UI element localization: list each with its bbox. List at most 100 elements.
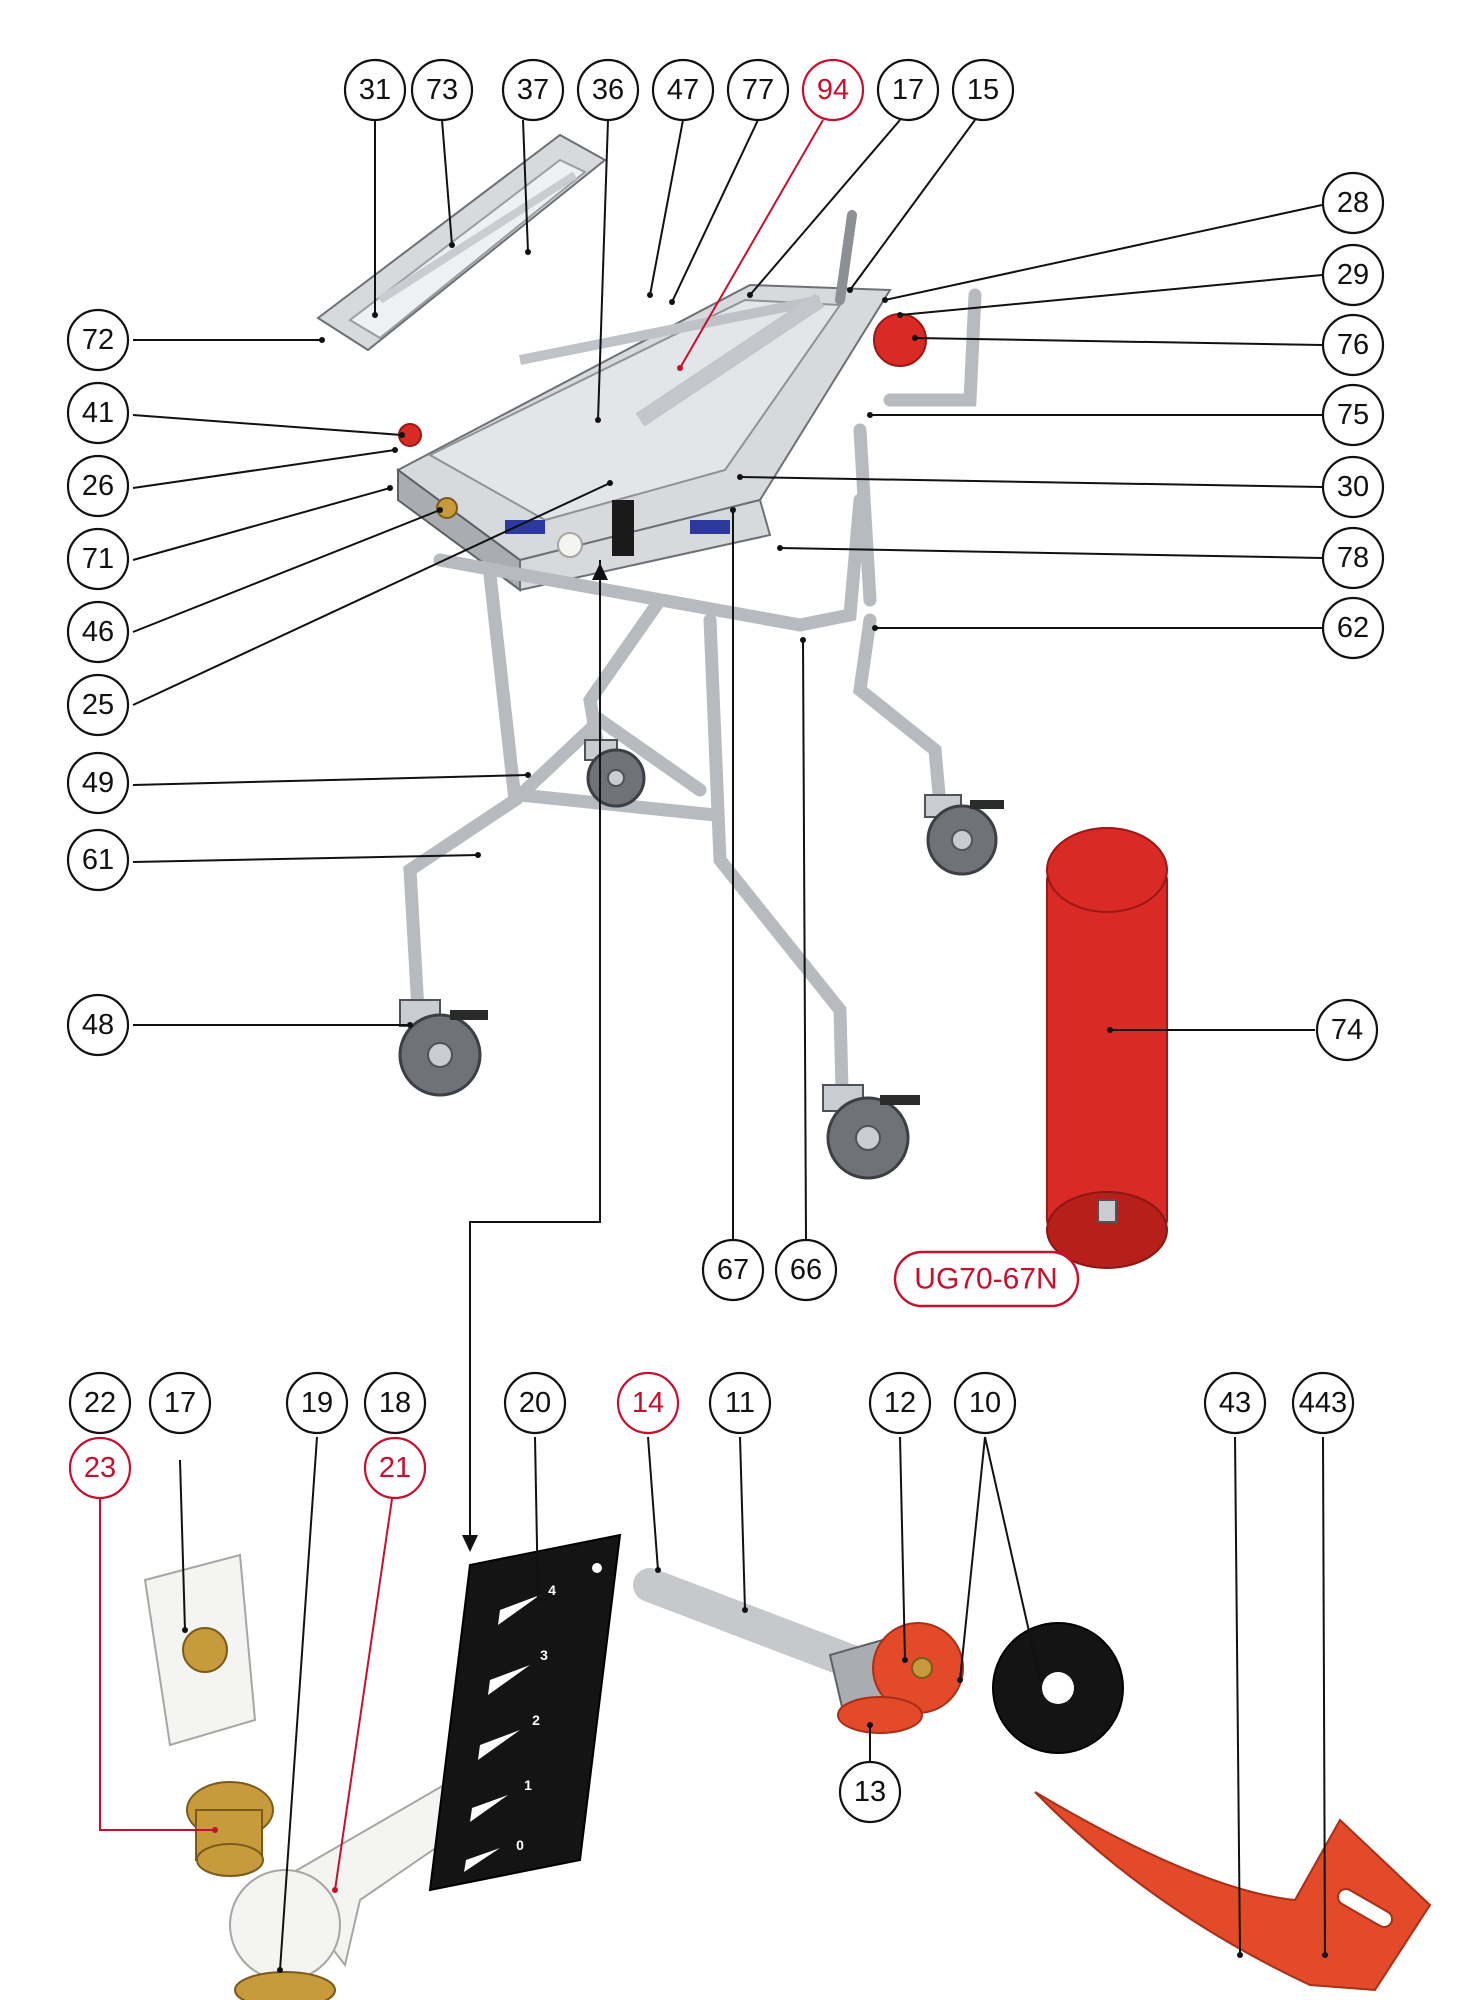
valve-assembly-illustration bbox=[143, 1553, 274, 1877]
callout-19: 19 bbox=[285, 1371, 349, 1435]
cutter-tool-illustration bbox=[633, 1568, 964, 1734]
callout-74: 74 bbox=[1315, 998, 1379, 1062]
callout-18: 18 bbox=[363, 1371, 427, 1435]
callout-47: 47 bbox=[651, 58, 715, 122]
svg-text:22: 22 bbox=[84, 1387, 116, 1419]
svg-text:75: 75 bbox=[1337, 399, 1369, 431]
callout-62: 62 bbox=[1321, 596, 1385, 660]
svg-text:61: 61 bbox=[82, 844, 114, 876]
svg-text:76: 76 bbox=[1337, 329, 1369, 361]
svg-text:36: 36 bbox=[592, 74, 624, 106]
callout-41: 41 bbox=[66, 381, 130, 445]
callout-11: 11 bbox=[708, 1371, 772, 1435]
caster-rear-left bbox=[584, 739, 646, 808]
callout-66: 66 bbox=[774, 1238, 838, 1302]
svg-text:66: 66 bbox=[790, 1254, 822, 1286]
paste-roller-illustration bbox=[1046, 827, 1168, 1269]
caster-rear-right bbox=[924, 794, 1004, 876]
svg-text:62: 62 bbox=[1337, 612, 1369, 644]
svg-text:UG70-67N: UG70-67N bbox=[914, 1263, 1057, 1296]
svg-text:17: 17 bbox=[164, 1387, 196, 1419]
callout-46: 46 bbox=[66, 600, 130, 664]
model-badge: UG70-67N bbox=[893, 1250, 1080, 1308]
callout-28: 28 bbox=[1321, 171, 1385, 235]
svg-text:77: 77 bbox=[742, 74, 774, 106]
svg-text:14: 14 bbox=[632, 1387, 664, 1419]
callout-61: 61 bbox=[66, 828, 130, 892]
callout-29: 29 bbox=[1321, 243, 1385, 307]
callout-72: 72 bbox=[66, 308, 130, 372]
callout-77: 77 bbox=[726, 58, 790, 122]
callout-17-bottom: 17 bbox=[148, 1371, 212, 1435]
caster-front-right bbox=[822, 1084, 920, 1180]
svg-text:78: 78 bbox=[1337, 542, 1369, 574]
svg-text:49: 49 bbox=[82, 767, 114, 799]
callout-73: 73 bbox=[410, 58, 474, 122]
callout-67: 67 bbox=[701, 1238, 765, 1302]
dial-scale-label-3: 3 bbox=[540, 1647, 548, 1663]
svg-text:26: 26 bbox=[82, 470, 114, 502]
svg-text:25: 25 bbox=[82, 689, 114, 721]
callout-31: 31 bbox=[343, 58, 407, 122]
callout-71: 71 bbox=[66, 527, 130, 591]
svg-text:94: 94 bbox=[817, 74, 849, 106]
dial-scale-label-1: 1 bbox=[524, 1777, 532, 1793]
svg-text:47: 47 bbox=[667, 74, 699, 106]
caster-front-left bbox=[398, 999, 488, 1097]
callout-23: 23 bbox=[68, 1436, 132, 1500]
dial-scale-plate: 4 3 2 1 0 bbox=[428, 1533, 622, 1892]
wallpaper-paste-machine-illustration bbox=[316, 133, 1004, 1180]
callout-12: 12 bbox=[868, 1371, 932, 1435]
svg-text:19: 19 bbox=[301, 1387, 333, 1419]
svg-text:28: 28 bbox=[1337, 187, 1369, 219]
svg-text:74: 74 bbox=[1331, 1014, 1363, 1046]
svg-text:17: 17 bbox=[892, 74, 924, 106]
svg-text:10: 10 bbox=[969, 1387, 1001, 1419]
svg-text:48: 48 bbox=[82, 1009, 114, 1041]
svg-text:72: 72 bbox=[82, 324, 114, 356]
svg-text:11: 11 bbox=[725, 1387, 755, 1419]
callout-10: 10 bbox=[953, 1371, 1017, 1435]
svg-text:20: 20 bbox=[519, 1387, 551, 1419]
svg-text:37: 37 bbox=[517, 74, 549, 106]
dial-scale-label-2: 2 bbox=[532, 1712, 540, 1728]
callouts: 31 73 37 36 47 77 94 17 15 28 29 76 75 3… bbox=[66, 58, 1385, 1824]
svg-text:46: 46 bbox=[82, 616, 114, 648]
callout-49: 49 bbox=[66, 751, 130, 815]
svg-text:43: 43 bbox=[1219, 1387, 1251, 1419]
callout-48: 48 bbox=[66, 993, 130, 1057]
callout-443: 443 bbox=[1291, 1371, 1355, 1435]
callout-26: 26 bbox=[66, 454, 130, 518]
svg-text:71: 71 bbox=[82, 543, 114, 575]
callout-78: 78 bbox=[1321, 526, 1385, 590]
callout-13: 13 bbox=[838, 1760, 902, 1824]
svg-text:31: 31 bbox=[359, 74, 391, 106]
svg-text:41: 41 bbox=[82, 397, 114, 429]
callout-30: 30 bbox=[1321, 455, 1385, 519]
callout-15: 15 bbox=[951, 58, 1015, 122]
dial-scale-label-0: 0 bbox=[516, 1837, 524, 1853]
black-washer-illustration bbox=[992, 1622, 1124, 1754]
dial-scale-label-4: 4 bbox=[548, 1582, 556, 1598]
svg-text:67: 67 bbox=[717, 1254, 749, 1286]
callout-14: 14 bbox=[616, 1371, 680, 1435]
callout-37: 37 bbox=[501, 58, 565, 122]
red-scraper-illustration bbox=[1034, 1791, 1432, 1992]
callout-21: 21 bbox=[363, 1436, 427, 1500]
svg-text:443: 443 bbox=[1299, 1387, 1347, 1419]
svg-text:73: 73 bbox=[426, 74, 458, 106]
callout-20: 20 bbox=[503, 1371, 567, 1435]
callout-75: 75 bbox=[1321, 383, 1385, 447]
svg-text:12: 12 bbox=[884, 1387, 916, 1419]
svg-text:13: 13 bbox=[854, 1776, 886, 1808]
callout-36: 36 bbox=[576, 58, 640, 122]
svg-text:23: 23 bbox=[84, 1452, 116, 1484]
callout-25: 25 bbox=[66, 673, 130, 737]
svg-text:29: 29 bbox=[1337, 259, 1369, 291]
svg-text:18: 18 bbox=[379, 1387, 411, 1419]
callout-22: 22 bbox=[68, 1371, 132, 1435]
callout-43: 43 bbox=[1203, 1371, 1267, 1435]
svg-text:15: 15 bbox=[967, 74, 999, 106]
callout-94: 94 bbox=[801, 58, 865, 122]
